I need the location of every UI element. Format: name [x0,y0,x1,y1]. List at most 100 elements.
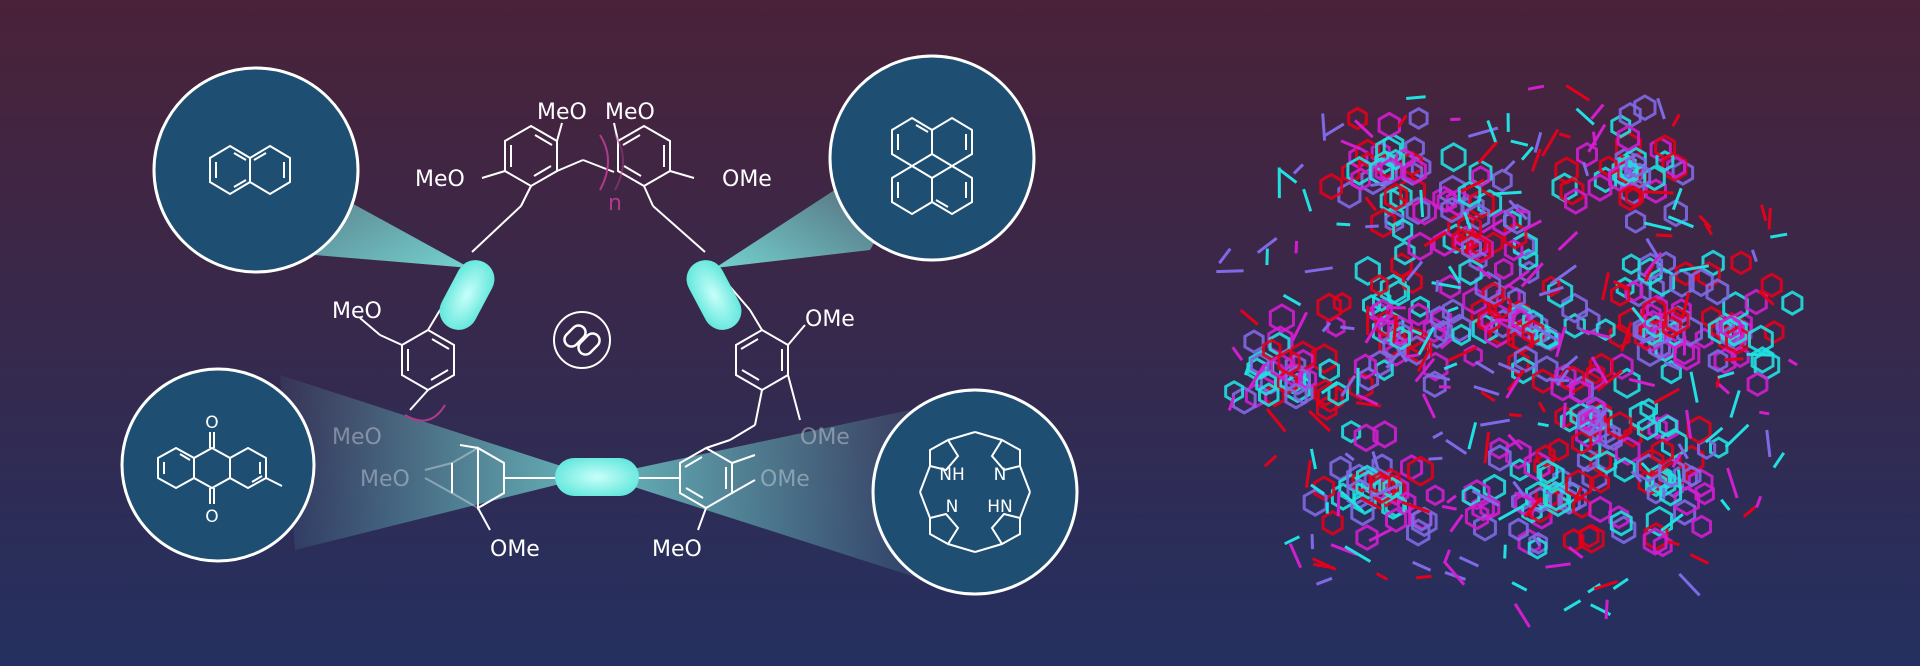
crystal-bond [1573,486,1583,502]
crystal-ring [1591,472,1610,494]
crystal-ring [1412,197,1437,226]
crystal-ring [1316,381,1344,414]
crystal-ring [1389,326,1411,351]
crystal-ring [1557,487,1581,515]
crystal-ring [1436,189,1458,214]
crystal-ring [1663,199,1688,228]
crystal-bond [1445,438,1468,455]
crystal-bond [1239,308,1259,326]
crystal-ring [1316,292,1342,323]
crystal-ring [1658,457,1685,488]
crystal-ring [1719,314,1742,340]
beam-anthraquinone [280,375,592,550]
crystal-bond [1336,491,1341,517]
crystal-bond [1759,410,1770,416]
crystal-bond [1520,146,1534,161]
crystal-bond [1601,272,1610,301]
crystal-ring [1697,437,1717,460]
crystal-bond [1278,168,1298,184]
crystal-bond [1685,409,1693,439]
crystal-bond [1535,326,1559,342]
crystal-bond [1308,409,1331,433]
crystal-ring [1588,495,1612,524]
crystal-ring [1560,365,1586,394]
crystal-bond [1463,211,1472,230]
crystal-ring [1451,323,1471,347]
crystal-ring [1539,328,1559,350]
crystal-ring [1231,386,1257,415]
crystal-bond [1412,560,1432,572]
crystal-ring [1508,517,1529,542]
crystal-ring [1643,522,1669,551]
crystal-bond [1497,504,1524,521]
crystal-ring [1378,319,1401,346]
crystal-ring [1353,423,1379,453]
crystal-bond [1582,408,1594,417]
crystal-bond [1360,496,1383,511]
crystal-bond [1512,480,1526,497]
crystal-ring [1432,229,1457,257]
crystal-bond [1310,483,1326,496]
crystal-bond [1538,285,1564,297]
label-ome-right-mid: OMe [805,307,855,332]
crystal-bond [1439,337,1453,350]
crystal-ring [1370,208,1397,239]
crystal-ring [1633,94,1657,122]
crystal-ring [1386,148,1406,171]
crystal-bond [1483,431,1491,464]
crystal-bond [1371,450,1380,470]
crystal-bond [1612,279,1630,290]
crystal-bond [1419,189,1425,218]
crystal-bond [1755,495,1763,509]
crystal-ring [1610,114,1632,139]
crystal-ring [1707,348,1729,373]
crystal-ring [1522,309,1544,334]
crystal-bond [1291,311,1309,342]
crystal-bond [1679,264,1710,273]
crystal-bond [1321,321,1332,333]
crystal-ring [1466,202,1491,231]
crystal-bond [1432,431,1444,440]
repeat-bracket-top-2 [614,134,624,191]
crystal-bond [1703,222,1714,236]
crystal-ring [1642,296,1667,326]
crystal-bond [1467,126,1499,138]
crystal-bond [1480,418,1511,427]
crystal-ring [1528,531,1549,555]
crystal-ring [1405,196,1431,226]
label-meo-left-mid: MeO [332,299,382,324]
crystal-bond [1663,361,1681,371]
crystal-ring [1408,106,1429,130]
crystal-bond [1486,119,1498,143]
crystal-bond [1473,385,1500,396]
crystal-bond [1742,505,1757,518]
linker-pill-top-right [686,260,742,330]
crystal-ring [1370,274,1389,296]
crystal-bond [1304,266,1333,274]
crystal-ring [1547,277,1574,309]
crystal-bond [1340,490,1365,513]
inset-naphthalene [152,66,360,274]
crystal-bond [1477,140,1499,164]
crystal-ring [1536,459,1559,485]
crystal-bond [1417,326,1436,356]
crystal-bond [1582,161,1590,177]
crystal-ring [1561,292,1588,324]
crystal-bond [1656,97,1666,120]
crystal-ring [1440,142,1467,173]
crystal-bond [1309,448,1317,470]
crystal-ring [1595,318,1616,342]
crystal-bond [1593,579,1618,591]
repeat-bracket-left [404,404,446,422]
crystal-ring [1535,444,1556,468]
crystal-bond [1560,355,1579,372]
crystal-bond [1545,562,1571,569]
crystal-bond [1698,214,1712,229]
crystal-bond [1443,549,1451,563]
crystal-ring [1642,527,1668,556]
inset-pyrene [828,54,1036,262]
crystal-ring [1576,307,1601,336]
crystal-ring [1408,302,1429,327]
crystal-ring [1411,506,1438,538]
ring-right [719,274,806,441]
